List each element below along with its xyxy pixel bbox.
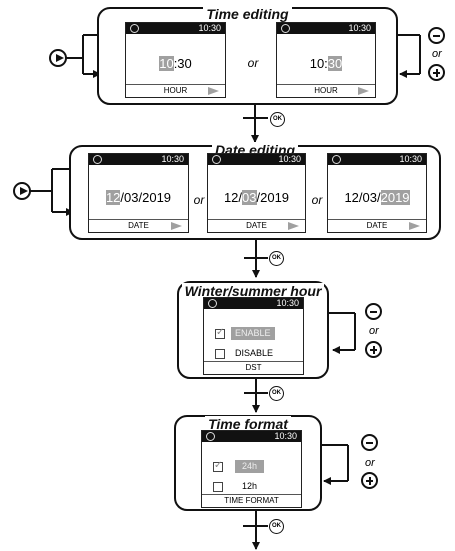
footer-label: HOUR	[163, 86, 188, 95]
minus-button-icon[interactable]	[365, 303, 382, 320]
or-label: or	[311, 193, 323, 207]
ok-button-icon[interactable]: OK	[269, 519, 284, 534]
status-bar: 10:30	[204, 298, 303, 309]
right-arrow-icon	[171, 222, 182, 230]
status-time: 10:30	[278, 154, 301, 164]
right-arrow-icon	[358, 87, 369, 95]
footer-label: DATE	[128, 221, 149, 230]
screen-footer: DATE	[208, 219, 305, 232]
12h-checkbox[interactable]	[213, 482, 223, 492]
12h-option[interactable]: 12h	[242, 481, 258, 491]
ok-button-icon[interactable]: OK	[270, 112, 285, 127]
footer-label: DATE	[366, 221, 388, 230]
ok-button-icon[interactable]: OK	[269, 251, 284, 266]
enable-checkbox[interactable]: ✓	[215, 327, 225, 339]
dst-screen: 10:30 ✓ ENABLE DISABLE DST	[203, 297, 304, 375]
status-time: 10:30	[399, 154, 422, 164]
screen-footer: DATE	[89, 219, 188, 232]
minus-button-icon[interactable]	[361, 434, 378, 451]
clock-icon	[332, 155, 341, 164]
month-highlight: 03	[242, 190, 257, 205]
time-format-title: Time format	[176, 416, 320, 432]
clock-icon	[212, 155, 221, 164]
screen-footer: DATE	[328, 219, 426, 232]
year-value: 12/03/2019	[328, 190, 426, 206]
screen-footer: HOUR	[277, 84, 375, 97]
enable-option[interactable]: ENABLE	[231, 327, 275, 340]
minus-button-icon[interactable]	[428, 27, 445, 44]
right-arrow-icon	[208, 87, 219, 95]
hour-rest: :30	[173, 56, 192, 71]
day-highlight: 12	[105, 190, 121, 205]
right-arrow-icon	[409, 222, 420, 230]
status-bar: 10:30	[202, 431, 301, 442]
play-button-icon[interactable]	[49, 49, 67, 67]
or-label: or	[247, 56, 259, 70]
plus-button-icon[interactable]	[428, 64, 445, 81]
24h-checkbox[interactable]: ✓	[213, 460, 223, 472]
disable-checkbox[interactable]	[215, 349, 225, 359]
screen-footer: HOUR	[126, 84, 225, 97]
status-time: 10:30	[348, 23, 371, 33]
screen-footer: DST	[204, 361, 303, 374]
month-screen: 10:30 12/03/2019 DATE	[207, 153, 306, 233]
status-time: 10:30	[161, 154, 184, 164]
year-screen: 10:30 12/03/2019 DATE	[327, 153, 427, 233]
or-label: or	[193, 193, 205, 207]
dst-title: Winter/summer hour	[179, 283, 327, 299]
day-screen: 10:30 12/03/2019 DATE	[88, 153, 189, 233]
right-arrow-icon	[288, 222, 299, 230]
status-bar: 10:30	[89, 154, 188, 165]
footer-label: HOUR	[314, 86, 338, 95]
time-editing-title: Time editing	[99, 6, 396, 22]
day-value: 12/03/2019	[89, 190, 188, 206]
minute-value: 10:30	[277, 56, 375, 72]
side-or-label: or	[369, 325, 379, 337]
footer-label: TIME FORMAT	[224, 496, 279, 505]
plus-button-icon[interactable]	[361, 472, 378, 489]
status-bar: 10:30	[277, 23, 375, 34]
status-time: 10:30	[198, 23, 221, 33]
year-highlight: 2019	[380, 190, 410, 205]
clock-icon	[93, 155, 102, 164]
checkmark-icon: ✓	[216, 327, 225, 338]
clock-icon	[130, 24, 139, 33]
minute-prefix: 10:	[309, 56, 328, 71]
screen-footer: TIME FORMAT	[202, 494, 301, 507]
footer-label: DST	[245, 363, 262, 372]
year-prefix: 12/03/	[344, 190, 381, 205]
hour-screen: 10:30 10:30 HOUR	[125, 22, 226, 98]
month-value: 12/03/2019	[208, 190, 305, 206]
status-time: 10:30	[274, 431, 297, 441]
ok-button-icon[interactable]: OK	[269, 386, 284, 401]
status-time: 10:30	[276, 298, 299, 308]
play-button-icon[interactable]	[13, 182, 31, 200]
status-bar: 10:30	[208, 154, 305, 165]
clock-icon	[206, 432, 215, 441]
minute-highlight: 30	[327, 56, 343, 71]
day-rest: /03/2019	[120, 190, 172, 205]
status-bar: 10:30	[328, 154, 426, 165]
clock-icon	[281, 24, 290, 33]
side-or-label: or	[365, 457, 375, 469]
footer-label: DATE	[246, 221, 267, 230]
hour-value: 10:30	[126, 56, 225, 72]
24h-option[interactable]: 24h	[235, 460, 265, 473]
status-bar: 10:30	[126, 23, 225, 34]
month-rest: /2019	[256, 190, 290, 205]
hour-highlight: 10	[159, 56, 174, 71]
disable-option[interactable]: DISABLE	[235, 348, 274, 358]
month-prefix: 12/	[223, 190, 243, 205]
side-or-label: or	[432, 48, 442, 60]
time-format-screen: 10:30 ✓ 24h 12h TIME FORMAT	[201, 430, 302, 508]
clock-icon	[208, 299, 217, 308]
plus-button-icon[interactable]	[365, 341, 382, 358]
checkmark-icon: ✓	[214, 460, 223, 471]
minute-screen: 10:30 10:30 HOUR	[276, 22, 376, 98]
